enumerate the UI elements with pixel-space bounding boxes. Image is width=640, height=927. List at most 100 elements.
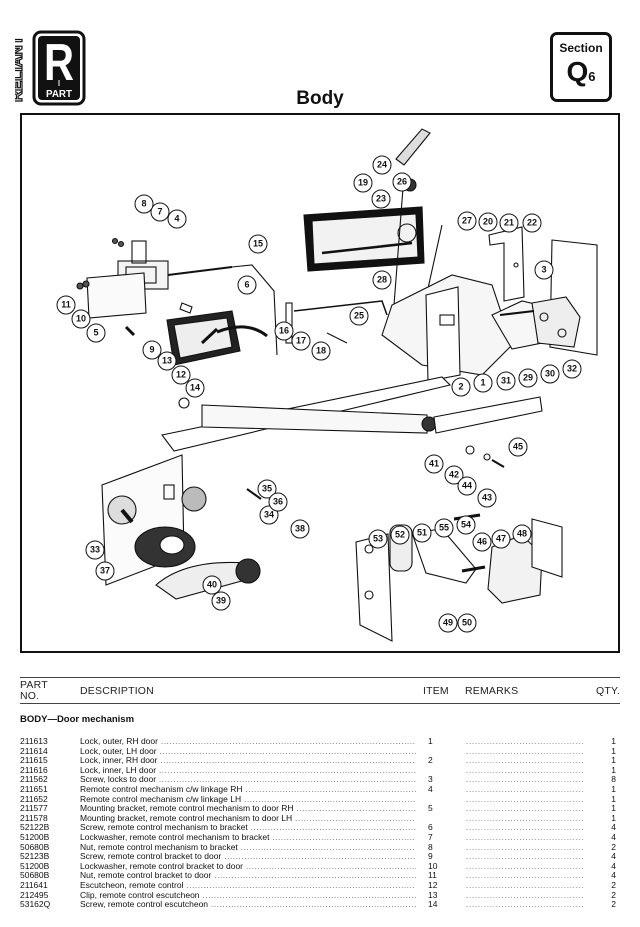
callout-4: 4	[167, 209, 187, 229]
inner-lock-drawing	[381, 274, 513, 382]
callout-47: 47	[491, 529, 511, 549]
cell-desc: Nut, remote control mechanism to bracket	[80, 843, 416, 853]
callout-46: 46	[472, 532, 492, 552]
cell-item: 13	[428, 889, 438, 900]
cell-remarks-leader: ........................................	[466, 900, 585, 910]
cell-part: 211652	[20, 793, 48, 804]
cell-part: 211578	[20, 812, 48, 823]
cell-qty: 4	[611, 831, 616, 842]
cell-remarks-leader: ........................................	[466, 880, 585, 890]
callout-23: 23	[371, 189, 391, 209]
callout-7: 7	[150, 202, 170, 222]
cell-remarks-leader: ........................................	[466, 890, 585, 900]
callout-32: 32	[562, 359, 582, 379]
cell-qty: 4	[611, 822, 616, 833]
cell-desc: Lock, outer, LH door	[80, 747, 416, 757]
cell-part: 211562	[20, 774, 48, 785]
cell-qty: 1	[611, 793, 616, 804]
cell-item: 5	[428, 803, 433, 814]
cell-item: 9	[428, 851, 433, 862]
cell-part: 212495	[20, 889, 49, 900]
section-label: Section	[559, 41, 603, 55]
group-title: BODY—Door mechanism	[20, 714, 135, 725]
header-part-line1: PART	[20, 678, 48, 691]
callout-50: 50	[457, 613, 477, 633]
header-description: DESCRIPTION	[80, 684, 154, 697]
cell-desc: Screw, remote control escutcheon	[80, 900, 416, 910]
cell-desc: Clip, remote control escutcheon	[80, 891, 416, 901]
cell-part: 211614	[20, 745, 48, 756]
cell-qty: 2	[611, 899, 616, 910]
page-title: Body	[0, 88, 640, 110]
cell-item: 10	[428, 860, 438, 871]
cell-item: 8	[428, 841, 433, 852]
table-header-rule	[20, 703, 620, 704]
callout-21: 21	[499, 213, 519, 233]
cell-item	[416, 747, 466, 757]
callout-31: 31	[496, 371, 516, 391]
striker-assembly-drawing	[355, 513, 563, 642]
cell-desc: Lockwasher, remote control bracket to do…	[80, 862, 416, 872]
cell-part: 211641	[20, 879, 48, 890]
callout-49: 49	[438, 613, 458, 633]
callout-11: 11	[56, 295, 76, 315]
cell-part: 53162Q	[20, 899, 51, 910]
cell-qty: 8	[611, 774, 616, 785]
cell-item: 11	[428, 870, 437, 881]
cell-remarks-leader: ........................................	[466, 842, 585, 852]
callout-52: 52	[390, 525, 410, 545]
callout-29: 29	[518, 368, 538, 388]
cell-qty: 2	[611, 841, 616, 852]
header-qty: QTY.	[596, 684, 620, 697]
table-row: 50680B Nut, remote control mechanism to b…	[20, 841, 620, 853]
callout-12: 12	[171, 365, 191, 385]
header-remarks: REMARKS	[465, 684, 519, 697]
remote-control-mechanism-drawing	[76, 237, 278, 356]
callout-9: 9	[142, 340, 162, 360]
callout-14: 14	[185, 378, 205, 398]
cell-part: 52122B	[20, 822, 50, 833]
cell-item	[416, 814, 466, 824]
cell-part: 50680B	[20, 841, 50, 852]
cell-desc: Screw, remote control bracket to door	[80, 852, 416, 862]
callout-43: 43	[477, 488, 497, 508]
cell-qty: 4	[611, 851, 616, 862]
callout-13: 13	[157, 351, 177, 371]
exploded-diagram: 1 2 3 4 5 6 7 8 9 10 11 12 13 14 15 16 1…	[20, 113, 620, 653]
callout-36: 36	[268, 492, 288, 512]
cell-remarks-leader: ........................................	[466, 737, 585, 746]
callout-19: 19	[353, 173, 373, 193]
callout-44: 44	[457, 476, 477, 496]
cell-item	[416, 795, 466, 805]
cell-item: 1	[428, 736, 433, 746]
callout-45: 45	[508, 437, 528, 457]
header-item: ITEM	[423, 684, 449, 697]
page-title-text: Body	[296, 88, 344, 109]
cell-part: 211613	[20, 736, 48, 746]
callout-8: 8	[134, 194, 154, 214]
cell-remarks-leader: ........................................	[466, 852, 585, 862]
cell-qty: 4	[611, 860, 616, 871]
callout-18: 18	[311, 341, 331, 361]
cell-item: 3	[428, 774, 433, 785]
cell-qty: 1	[611, 803, 616, 814]
cell-desc: Lock, inner, RH door	[80, 756, 416, 766]
cell-item: 14	[428, 899, 438, 910]
cell-remarks-leader: ........................................	[466, 756, 585, 766]
cell-desc: Remote control mechanism c/w linkage RH	[80, 785, 416, 795]
outer-lock-drawing	[303, 206, 425, 272]
callout-25: 25	[349, 306, 369, 326]
cell-part: 211616	[20, 764, 48, 775]
callout-54: 54	[456, 515, 476, 535]
callout-17: 17	[291, 331, 311, 351]
